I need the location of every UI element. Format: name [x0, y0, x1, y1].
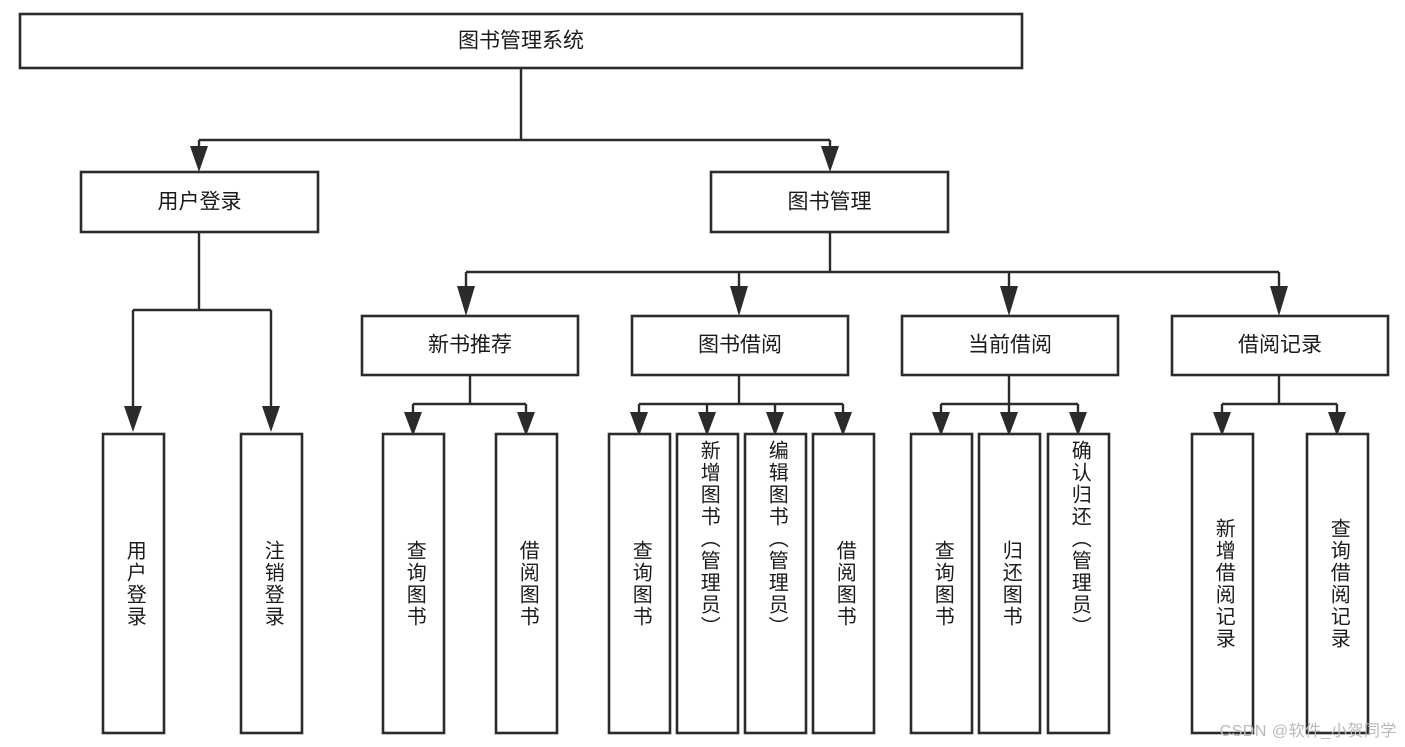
- arrowhead-bookmgmt: [821, 146, 839, 172]
- arrowhead-leaf-newbook-2: [517, 412, 535, 436]
- arrowhead-newbook: [457, 286, 475, 316]
- arrowheads-layer: [124, 146, 1346, 436]
- node-box-leaf-book-borrow-1[interactable]: [607, 432, 672, 735]
- arrowhead-leaf-userlogin-2: [262, 406, 280, 432]
- arrowhead-userlogin: [190, 146, 208, 172]
- node-box-leaf-book-borrow-3[interactable]: [743, 432, 808, 735]
- node-box-leaf-user-login-1[interactable]: [101, 432, 166, 735]
- node-box-leaf-borrow-record-1[interactable]: [1190, 432, 1255, 735]
- node-box-leaf-book-borrow-4[interactable]: [811, 432, 876, 735]
- node-box-current-borrow[interactable]: [900, 314, 1120, 377]
- node-label-user-login: 用户登录: [158, 191, 242, 214]
- node-label-book-management: 图书管理: [788, 191, 872, 214]
- arrowhead-current: [1000, 286, 1018, 316]
- node-label-current-borrow: 当前借阅: [968, 334, 1052, 357]
- node-box-leaf-current-borrow-1[interactable]: [909, 432, 974, 735]
- arrowhead-leaf-record-1: [1213, 412, 1231, 436]
- node-box-leaf-book-borrow-2[interactable]: [675, 432, 740, 735]
- node-label-book-borrow: 图书借阅: [698, 334, 782, 357]
- arrowhead-leaf-borrow-1: [630, 412, 648, 436]
- arrowhead-record: [1270, 286, 1288, 316]
- connectors-layer: [131, 68, 1339, 412]
- arrowhead-leaf-userlogin-1: [124, 406, 142, 432]
- node-label-root: 图书管理系统: [458, 30, 584, 53]
- node-box-leaf-current-borrow-2[interactable]: [977, 432, 1042, 735]
- node-box-book-borrow[interactable]: [630, 314, 850, 377]
- node-box-leaf-borrow-record-2[interactable]: [1305, 432, 1370, 735]
- node-box-book-management[interactable]: [709, 170, 950, 234]
- arrowhead-leaf-current-3: [1069, 412, 1087, 436]
- arrowhead-leaf-borrow-2: [698, 412, 716, 436]
- arrowhead-borrow: [730, 286, 748, 316]
- node-label-new-book-recommend: 新书推荐: [428, 334, 512, 357]
- arrowhead-leaf-current-1: [932, 412, 950, 436]
- arrowhead-leaf-borrow-4: [834, 412, 852, 436]
- node-label-borrow-record: 借阅记录: [1238, 334, 1322, 357]
- node-box-leaf-user-login-2[interactable]: [239, 432, 304, 735]
- node-box-new-book-recommend[interactable]: [360, 314, 580, 377]
- node-box-leaf-new-book-2[interactable]: [494, 432, 559, 735]
- watermark: CSDN @软件_小贺同学: [1219, 723, 1397, 740]
- arrowhead-leaf-newbook-1: [404, 412, 422, 436]
- node-box-user-login[interactable]: [79, 170, 320, 234]
- arrowhead-leaf-record-2: [1328, 412, 1346, 436]
- arrowhead-leaf-current-2: [1000, 412, 1018, 436]
- node-box-leaf-current-borrow-3[interactable]: [1046, 432, 1111, 735]
- arrowhead-leaf-borrow-3: [766, 412, 784, 436]
- nodes-layer: 图书管理系统 用户登录 图书管理 新书推荐 图书借阅 当前借阅 借阅记录: [18, 12, 1390, 735]
- node-box-borrow-record[interactable]: [1170, 314, 1390, 377]
- node-box-leaf-new-book-1[interactable]: [381, 432, 446, 735]
- node-box-root[interactable]: [18, 12, 1024, 70]
